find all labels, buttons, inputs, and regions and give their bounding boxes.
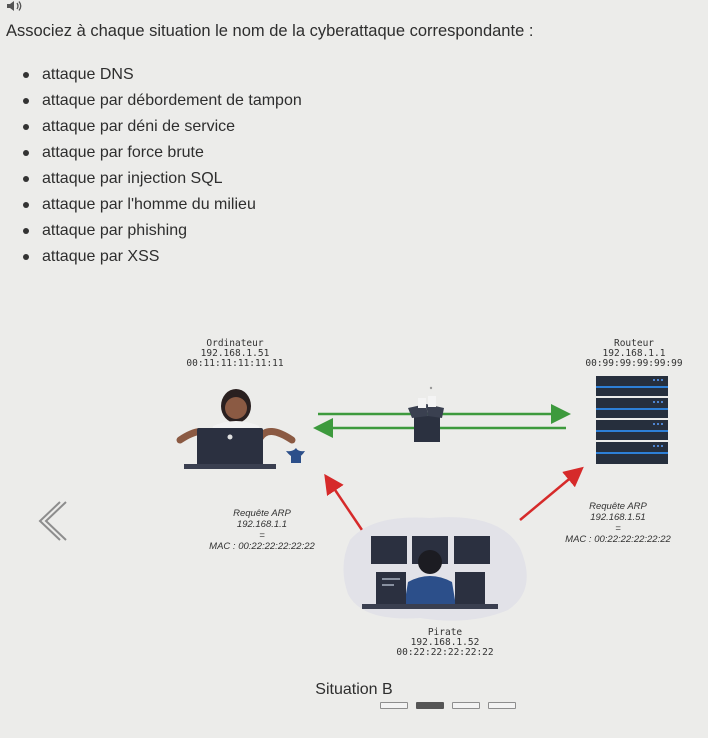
option-item[interactable]: attaque DNS — [22, 62, 302, 88]
pagination-dot[interactable] — [380, 702, 408, 709]
pagination-dots — [380, 702, 516, 709]
arp-left-title: Requête ARP — [233, 508, 291, 519]
arp-request-right: Requête ARP 192.168.1.51 = MAC : 00:22:2… — [552, 501, 684, 545]
question-text: Associez à chaque situation le nom de la… — [6, 22, 534, 40]
pagination-dot[interactable] — [488, 702, 516, 709]
red-arrow-to-router — [519, 466, 584, 521]
arp-left-ip: 192.168.1.1 — [236, 519, 288, 530]
red-arrow-to-computer — [324, 473, 364, 531]
speaker-icon[interactable] — [6, 0, 24, 12]
pirate-ip: 192.168.1.52 — [410, 637, 480, 648]
options-list: attaque DNS attaque par débordement de t… — [22, 62, 302, 270]
option-item[interactable]: attaque par phishing — [22, 218, 302, 244]
option-item[interactable]: attaque par débordement de tampon — [22, 88, 302, 114]
router-mac: 00:99:99:99:99:99 — [585, 358, 683, 369]
pirate-illustration — [343, 517, 527, 621]
computer-title: Ordinateur — [206, 338, 264, 349]
computer-label: Ordinateur 192.168.1.51 00:11:11:11:11:1… — [185, 339, 285, 369]
arp-right-title: Requête ARP — [589, 501, 647, 512]
router-label: Routeur 192.168.1.1 00:99:99:99:99:99 — [584, 339, 684, 369]
situation-label: Situation B — [315, 681, 393, 698]
arp-request-left: Requête ARP 192.168.1.1 = MAC : 00:22:22… — [196, 508, 328, 552]
option-item[interactable]: attaque par force brute — [22, 140, 302, 166]
option-item[interactable]: attaque par déni de service — [22, 114, 302, 140]
option-item[interactable]: attaque par injection SQL — [22, 166, 302, 192]
router-server-illustration — [596, 376, 668, 464]
option-item[interactable]: attaque par XSS — [22, 244, 302, 270]
pagination-dot[interactable] — [416, 702, 444, 709]
arp-left-equals: = — [259, 530, 265, 541]
computer-mac: 00:11:11:11:11:11 — [186, 358, 284, 369]
pagination-dot[interactable] — [452, 702, 480, 709]
data-packet-icon — [408, 386, 444, 442]
router-ip: 192.168.1.1 — [602, 348, 666, 359]
pirate-label: Pirate 192.168.1.52 00:22:22:22:22:22 — [390, 628, 500, 658]
pirate-title: Pirate — [427, 627, 463, 638]
computer-user-illustration — [176, 389, 305, 469]
router-title: Routeur — [613, 338, 655, 349]
arp-right-mac: MAC : 00:22:22:22:22:22 — [565, 534, 671, 545]
arp-right-equals: = — [615, 523, 621, 534]
arp-left-mac: MAC : 00:22:22:22:22:22 — [209, 541, 315, 552]
pirate-mac: 00:22:22:22:22:22 — [396, 647, 494, 658]
computer-ip: 192.168.1.51 — [200, 348, 270, 359]
arp-right-ip: 192.168.1.51 — [590, 512, 646, 523]
option-item[interactable]: attaque par l'homme du milieu — [22, 192, 302, 218]
previous-chevron-icon[interactable] — [30, 496, 74, 546]
